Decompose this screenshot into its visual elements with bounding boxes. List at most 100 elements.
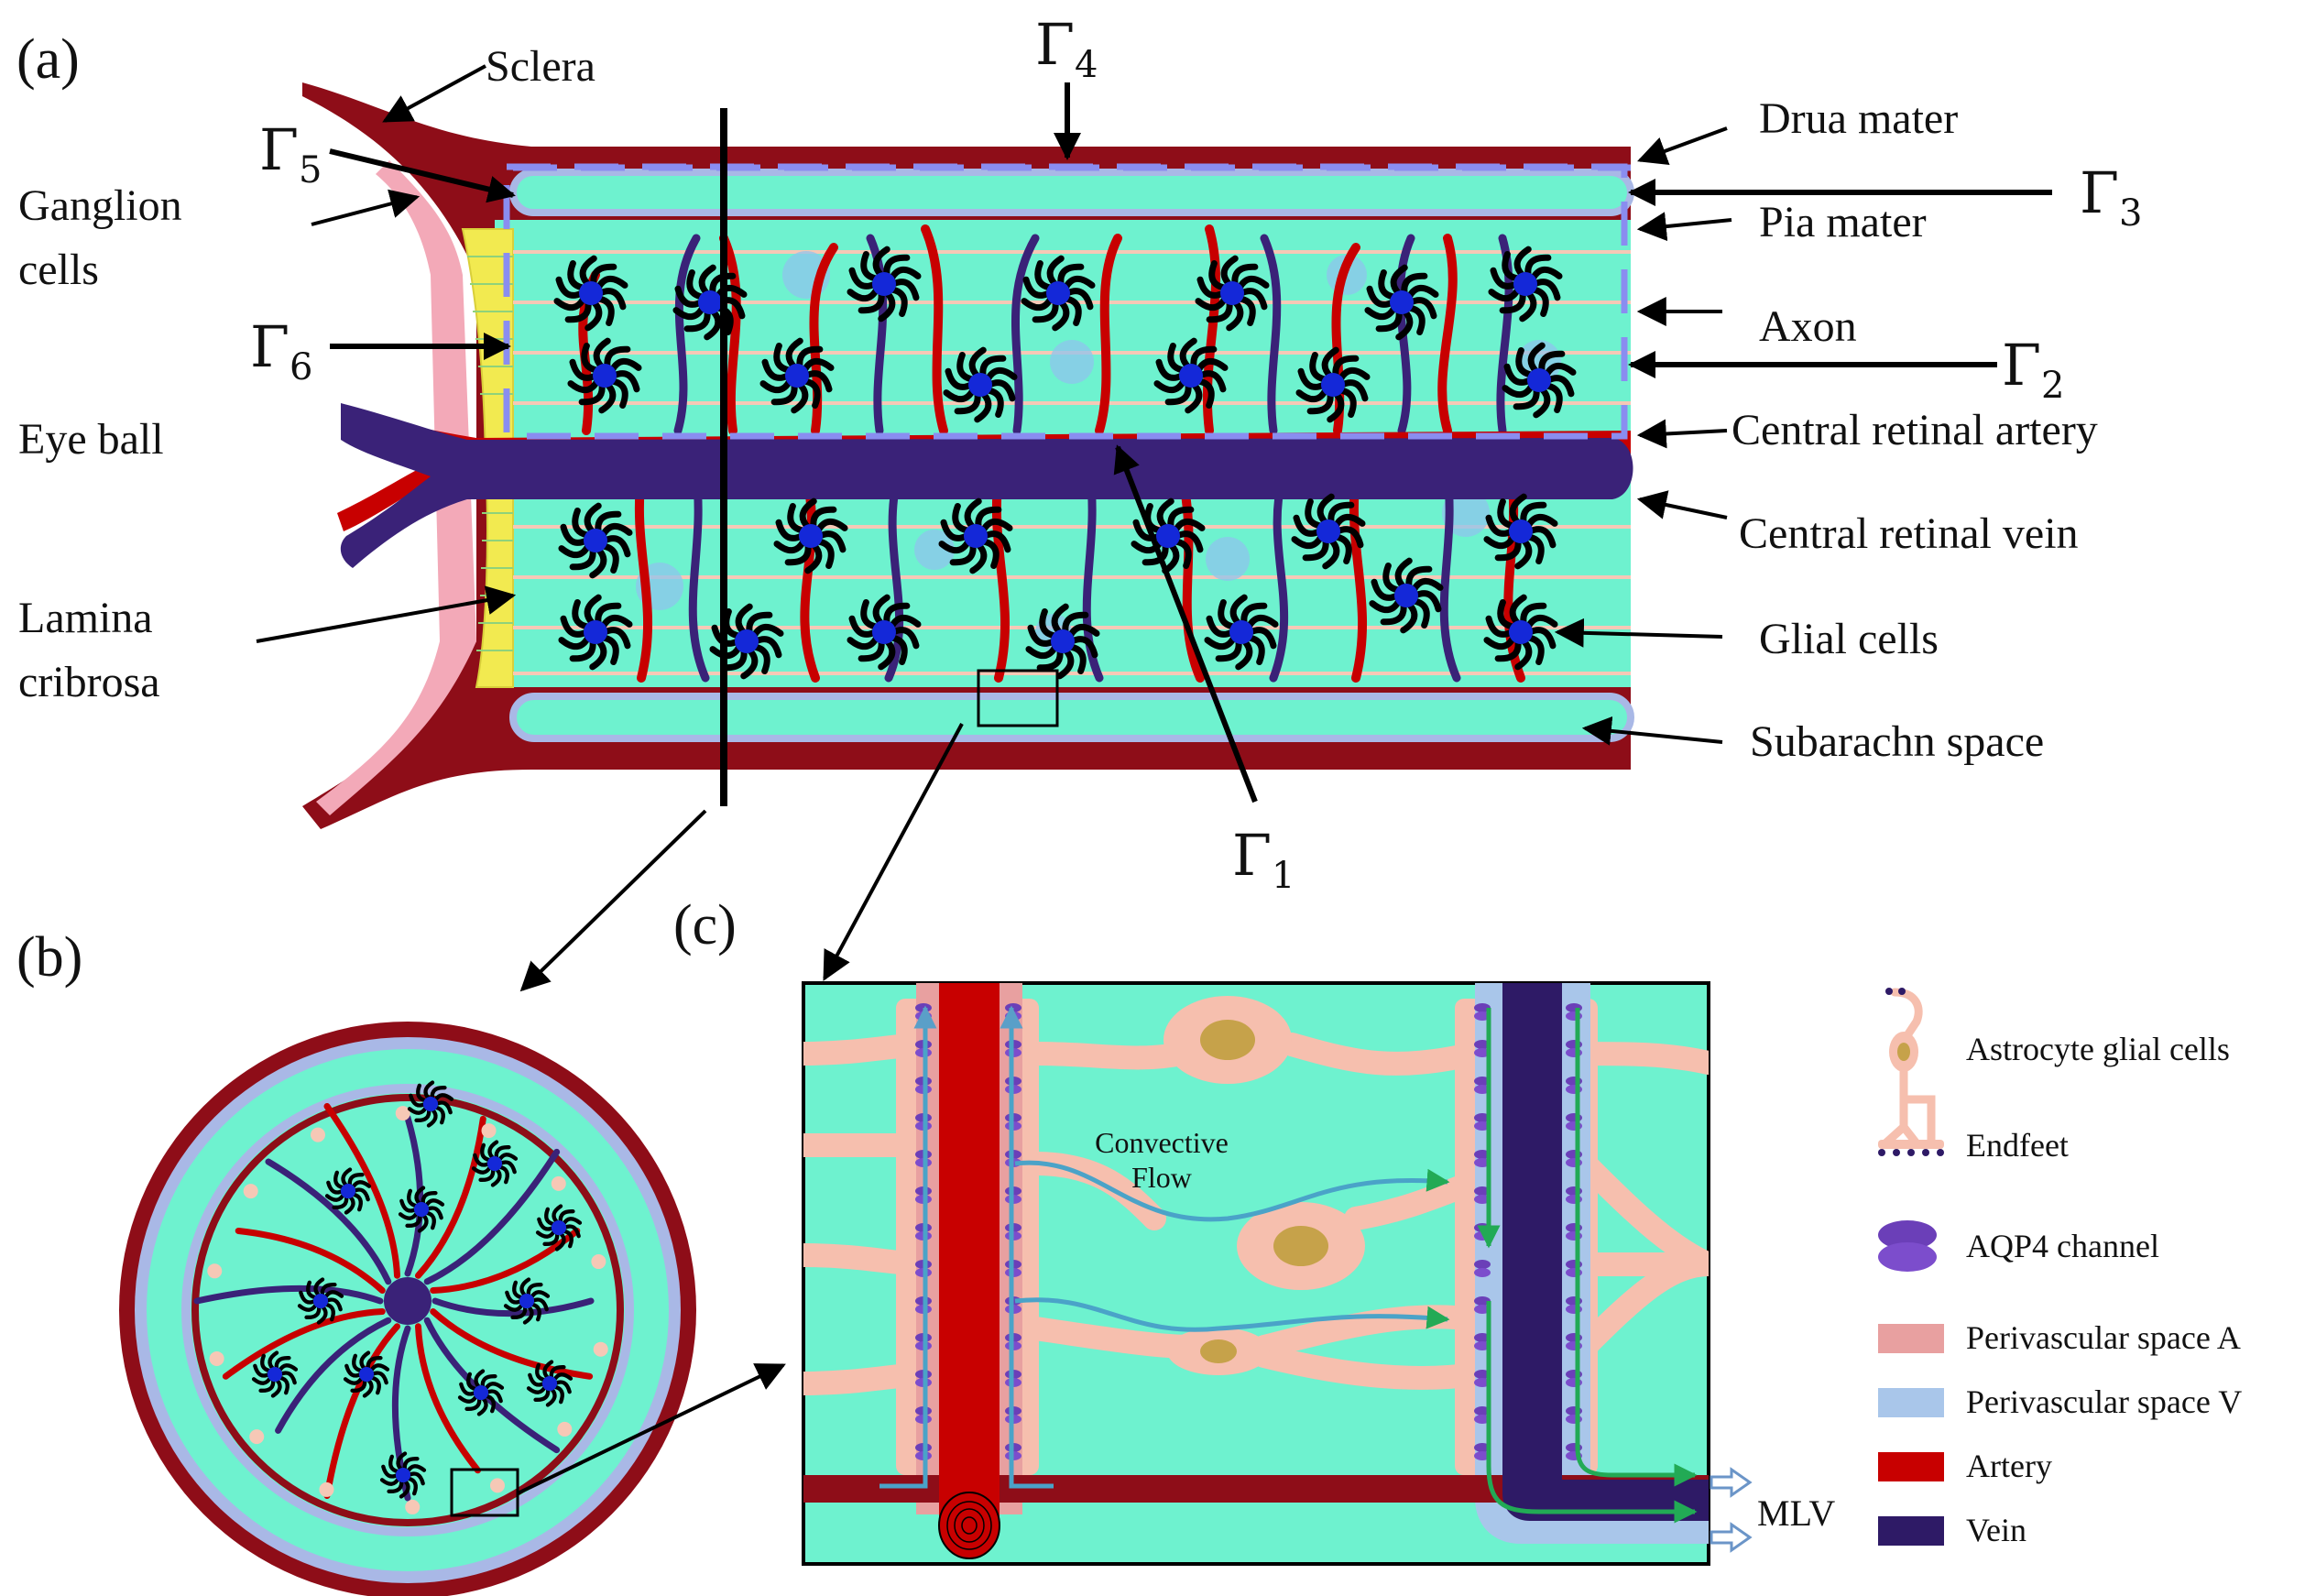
panel-a-longitudinal-section: [302, 82, 1634, 829]
zoom-box-a: [977, 669, 1059, 727]
panel-c-vein: [1502, 983, 1709, 1521]
gamma-labels: Γ4 Γ5 Γ6 Γ3 Γ2 Γ1: [250, 11, 2142, 897]
structure-labels: Sclera Ganglion cells Eye ball Lamina cr…: [18, 42, 2098, 766]
glial-cell: [943, 346, 1018, 423]
annotation-arrows: [256, 64, 1732, 1495]
glial-cell: [773, 497, 848, 574]
glial-cell: [1369, 557, 1444, 634]
glial-cell: [558, 594, 633, 671]
gamma-arrows: [329, 82, 2052, 803]
label-central-retinal-artery: Central retinal artery: [1731, 406, 2098, 454]
legend-swatch-pvs-v: [1878, 1388, 1944, 1417]
label-subarachnoid: Subarachn space: [1750, 717, 2044, 766]
glial-cell: [526, 1360, 574, 1407]
gamma-6: Γ6: [250, 313, 312, 388]
legend-pvs-a-label: Perivascular space A: [1966, 1319, 2241, 1356]
cross-vessels: [193, 1103, 608, 1514]
glial-cell: [457, 1369, 505, 1416]
subarachnoid-bottom: [509, 693, 1634, 742]
venous-flow-arrows: [1477, 1008, 1698, 1524]
legend-artery-label: Artery: [1966, 1448, 2052, 1484]
mlv-outflow-arrows: [1710, 1467, 1753, 1553]
panel-letter-b: (b): [16, 926, 82, 989]
central-retinal-vein: [340, 403, 1633, 568]
panel-b-cross-section: [119, 1022, 696, 1596]
glial-cell: [471, 1140, 519, 1187]
sclera-inner-layer: [316, 160, 476, 815]
glial-cell: [759, 337, 835, 414]
legend-pvs-v-label: Perivascular space V: [1966, 1383, 2242, 1420]
glial-cell: [343, 1350, 390, 1398]
glial-cell: [558, 502, 633, 579]
panel-c-perivascular-detail: [802, 981, 1753, 1566]
astrocyte-nucleus-3: [1200, 1339, 1237, 1363]
gamma-5: Γ5: [259, 116, 322, 191]
glial-cell: [1502, 342, 1577, 419]
panel-c-labels: Convective Flow MLV: [1095, 1126, 1835, 1534]
glial-cell: [1153, 337, 1229, 414]
glial-cell: [398, 1186, 445, 1233]
legend-aqp4-label: AQP4 channel: [1966, 1228, 2159, 1264]
legend-vein-label: Vein: [1966, 1512, 2026, 1548]
astrocyte-nucleus-1: [1200, 1020, 1255, 1060]
legend-astrocyte-label: Astrocyte glial cells: [1966, 1031, 2230, 1067]
label-ganglion-2: cells: [18, 246, 99, 294]
legend-swatch-pvs-a: [1878, 1324, 1944, 1353]
glial-cell: [1204, 594, 1279, 671]
glial-cell: [1131, 497, 1206, 574]
convective-flow-arrows: [879, 1005, 1450, 1489]
glial-cell: [1364, 264, 1439, 341]
glial-cell: [407, 1080, 454, 1128]
artery-end-rings: [946, 1501, 992, 1550]
glial-cell: [1295, 346, 1371, 423]
glial-cell: [1195, 255, 1270, 332]
label-mlv: MLV: [1757, 1492, 1835, 1534]
label-ganglion-1: Ganglion: [18, 181, 182, 230]
panel-c-artery: [939, 983, 1000, 1533]
label-lamina-1: Lamina: [18, 594, 153, 642]
label-convective: Convective: [1095, 1126, 1229, 1159]
glial-cell: [1021, 255, 1096, 332]
glial-cell: [1483, 594, 1558, 671]
glial-cell: [535, 1204, 583, 1252]
legend-swatch-vein: [1878, 1516, 1944, 1546]
legend-endfeet-label: Endfeet: [1966, 1127, 2069, 1164]
label-axon: Axon: [1759, 302, 1857, 351]
glial-cell: [379, 1451, 427, 1499]
label-central-retinal-vein: Central retinal vein: [1739, 509, 2079, 558]
gamma-1: Γ1: [1232, 822, 1295, 897]
legend-astrocyte-icon: [1878, 988, 1944, 1149]
legend-endfeet-dots: [1878, 988, 1944, 1156]
label-lamina-2: cribrosa: [18, 658, 160, 706]
label-dura-mater: Drua mater: [1759, 94, 1958, 143]
glial-cell: [567, 337, 642, 414]
glial-cell: [251, 1350, 299, 1398]
cross-central-vein: [384, 1277, 432, 1325]
glial-cells-b: [251, 1080, 583, 1499]
panel-c-artery-end: [938, 1492, 1000, 1559]
gamma-4: Γ4: [1035, 11, 1098, 86]
glial-cell: [553, 255, 628, 332]
gamma-2: Γ2: [2002, 332, 2064, 407]
glial-cell: [1291, 493, 1366, 570]
legend: Astrocyte glial cells Endfeet AQP4 chann…: [1878, 988, 2242, 1548]
glial-cell: [324, 1167, 372, 1215]
astrocyte-nucleus-2: [1273, 1226, 1328, 1266]
gamma-3: Γ3: [2080, 159, 2142, 235]
panel-letter-a: (a): [16, 28, 80, 91]
label-flow: Flow: [1131, 1161, 1192, 1194]
legend-swatch-artery: [1878, 1452, 1944, 1481]
glial-cell: [297, 1277, 344, 1325]
panel-letter-c: (c): [673, 894, 737, 957]
glial-cell: [1488, 246, 1563, 322]
glial-cell: [847, 246, 922, 322]
glial-cell: [938, 497, 1013, 574]
subarachnoid-top: [509, 169, 1634, 216]
glial-cell: [503, 1277, 551, 1325]
cross-inner-pia: [181, 1084, 634, 1536]
glial-cell: [1025, 603, 1100, 680]
legend-aqp4-icon: [1878, 1220, 1937, 1272]
label-sclera: Sclera: [486, 42, 595, 91]
label-eye-ball: Eye ball: [18, 415, 164, 464]
